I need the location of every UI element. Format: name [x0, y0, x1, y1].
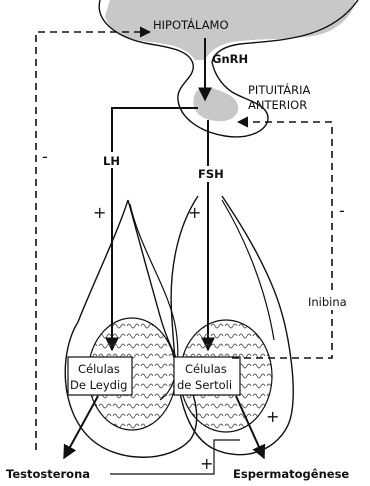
testosterone-spermatogenesis-plus-sign: + — [200, 454, 213, 473]
spermatogenesis-plus-sign: + — [266, 407, 279, 426]
lh-label: LH — [103, 154, 120, 168]
spermatogenesis-label: Espermatogênese — [233, 467, 349, 481]
lh-plus-sign: + — [93, 203, 106, 222]
testosterone-label: Testosterona — [6, 467, 90, 481]
testosterone-to-spermatogenesis-line — [110, 440, 240, 474]
gnrh-label: GnRH — [212, 52, 248, 66]
leydig-label-line2: De Leydig — [70, 378, 127, 392]
pituitary-label-line2: ANTERIOR — [248, 98, 307, 112]
lh-arrow — [112, 108, 198, 350]
inhibin-feedback-line — [232, 122, 332, 358]
leydig-label-line1: Células — [78, 362, 120, 376]
fsh-label: FSH — [198, 167, 224, 181]
sertoli-label-line2: de Sertoli — [177, 378, 232, 392]
hypothalamus-shape — [105, 0, 355, 60]
hypothalamus-label: HIPOTÁLAMO — [153, 17, 229, 32]
inhibin-feedback-minus-sign: - — [339, 201, 345, 220]
sertoli-label-line1: Células — [185, 362, 227, 376]
testosterone-arrow — [64, 396, 98, 458]
right-testis-inner — [222, 200, 274, 340]
pituitary-label-line1: PITUITÁRIA — [248, 82, 311, 97]
testosterone-feedback-minus-sign: - — [42, 147, 48, 166]
fsh-plus-sign: + — [188, 203, 201, 222]
inhibin-label: Inibina — [308, 295, 347, 309]
